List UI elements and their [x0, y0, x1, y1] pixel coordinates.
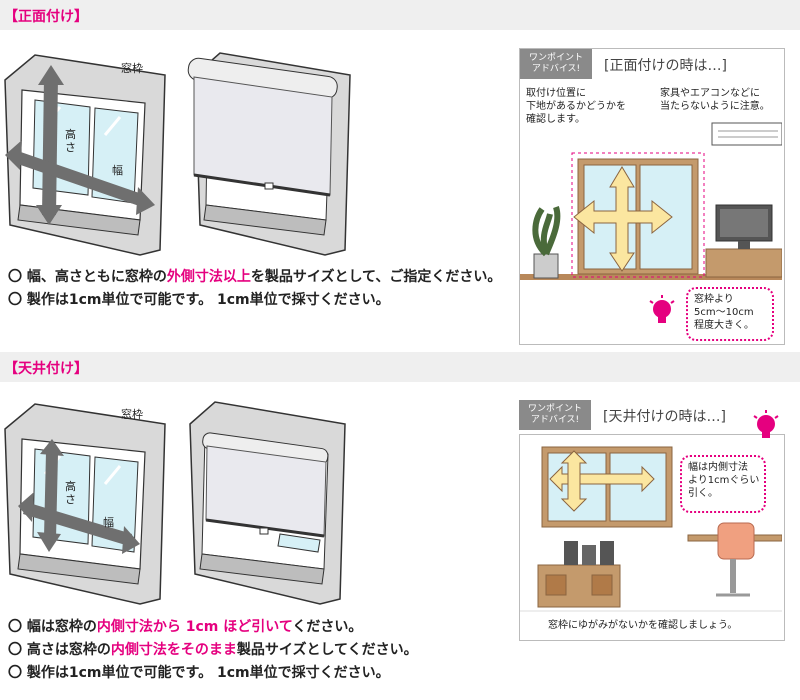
section-title: 【天井付け】	[4, 361, 88, 377]
advice-note-left: 取付け位置に 下地があるかどうかを 確認します。	[526, 88, 626, 125]
instruction-line: 〇 幅は窓枠の内側寸法から 1cm ほど引いてください。	[8, 619, 363, 635]
window-measure-illustration	[4, 403, 166, 605]
roller-blind-front-illustration	[187, 52, 351, 256]
lightbulb-icon	[753, 410, 779, 438]
instruction-line: 〇 幅、高さともに窓枠の外側寸法以上を製品サイズとして、ご指定ください。	[8, 269, 502, 285]
advice-panel-front: ワンポイントアドバイス! [正面付けの時は…] 取付け位置に 下地があるかどうか…	[519, 48, 785, 345]
label-width: 幅	[103, 516, 114, 529]
advice-note-right: 家具やエアコンなどに 当たらないように注意。	[660, 88, 770, 112]
section-header-bar	[0, 352, 800, 382]
label-frame: 窓枠	[121, 62, 143, 75]
instruction-line: 〇 製作は1cm単位で可能です。 1cm単位で採寸ください。	[8, 665, 390, 681]
front-mount-instructions: 〇 幅、高さともに窓枠の外側寸法以上を製品サイズとして、ご指定ください。 〇 製…	[8, 266, 501, 312]
advice-badge: ワンポイントアドバイス!	[520, 49, 592, 79]
instruction-line: 〇 製作は1cm単位で可能です。 1cm単位で採寸ください。	[8, 292, 390, 308]
label-height: 高さ	[65, 480, 76, 506]
section-ceiling-mount: 【天井付け】 窓枠 高さ 幅 〇 幅は窓枠の内側寸法から 1cm ほど引いてくだ…	[0, 352, 800, 700]
label-height: 高さ	[65, 128, 76, 154]
label-width: 幅	[112, 164, 123, 177]
advice-callout: 窓枠より 5cm〜10cm 程度大きく。	[686, 287, 774, 341]
label-frame: 窓枠	[121, 408, 143, 421]
room-scene-illustration	[520, 446, 782, 612]
advice-callout: 幅は内側寸法 より1cmぐらい 引く。	[680, 455, 766, 513]
advice-badge: ワンポイントアドバイス!	[519, 400, 591, 430]
section-title: 【正面付け】	[4, 9, 88, 25]
advice-footer: 窓枠にゆがみがないかを確認しましょう。	[548, 620, 738, 631]
ceiling-mount-instructions: 〇 幅は窓枠の内側寸法から 1cm ほど引いてください。 〇 高さは窓枠の内側寸…	[8, 616, 418, 685]
advice-panel-ceiling: 幅は内側寸法 より1cmぐらい 引く。 窓枠にゆがみがないかを確認しましょう。	[519, 434, 785, 641]
section-front-mount: 【正面付け】 窓枠 高さ 幅 〇 幅、高さともに窓枠の外側寸法以上を製品サイズと…	[0, 0, 800, 345]
room-scene-illustration	[520, 122, 782, 280]
advice-title: [正面付けの時は…]	[604, 58, 727, 74]
roller-blind-ceiling-illustration	[189, 401, 346, 605]
lightbulb-icon	[649, 295, 675, 323]
instruction-line: 〇 高さは窓枠の内側寸法をそのまま製品サイズとしてください。	[8, 642, 418, 658]
window-measure-illustration	[4, 54, 166, 256]
section-header-bar	[0, 0, 800, 30]
advice-title: [天井付けの時は…]	[603, 409, 726, 425]
